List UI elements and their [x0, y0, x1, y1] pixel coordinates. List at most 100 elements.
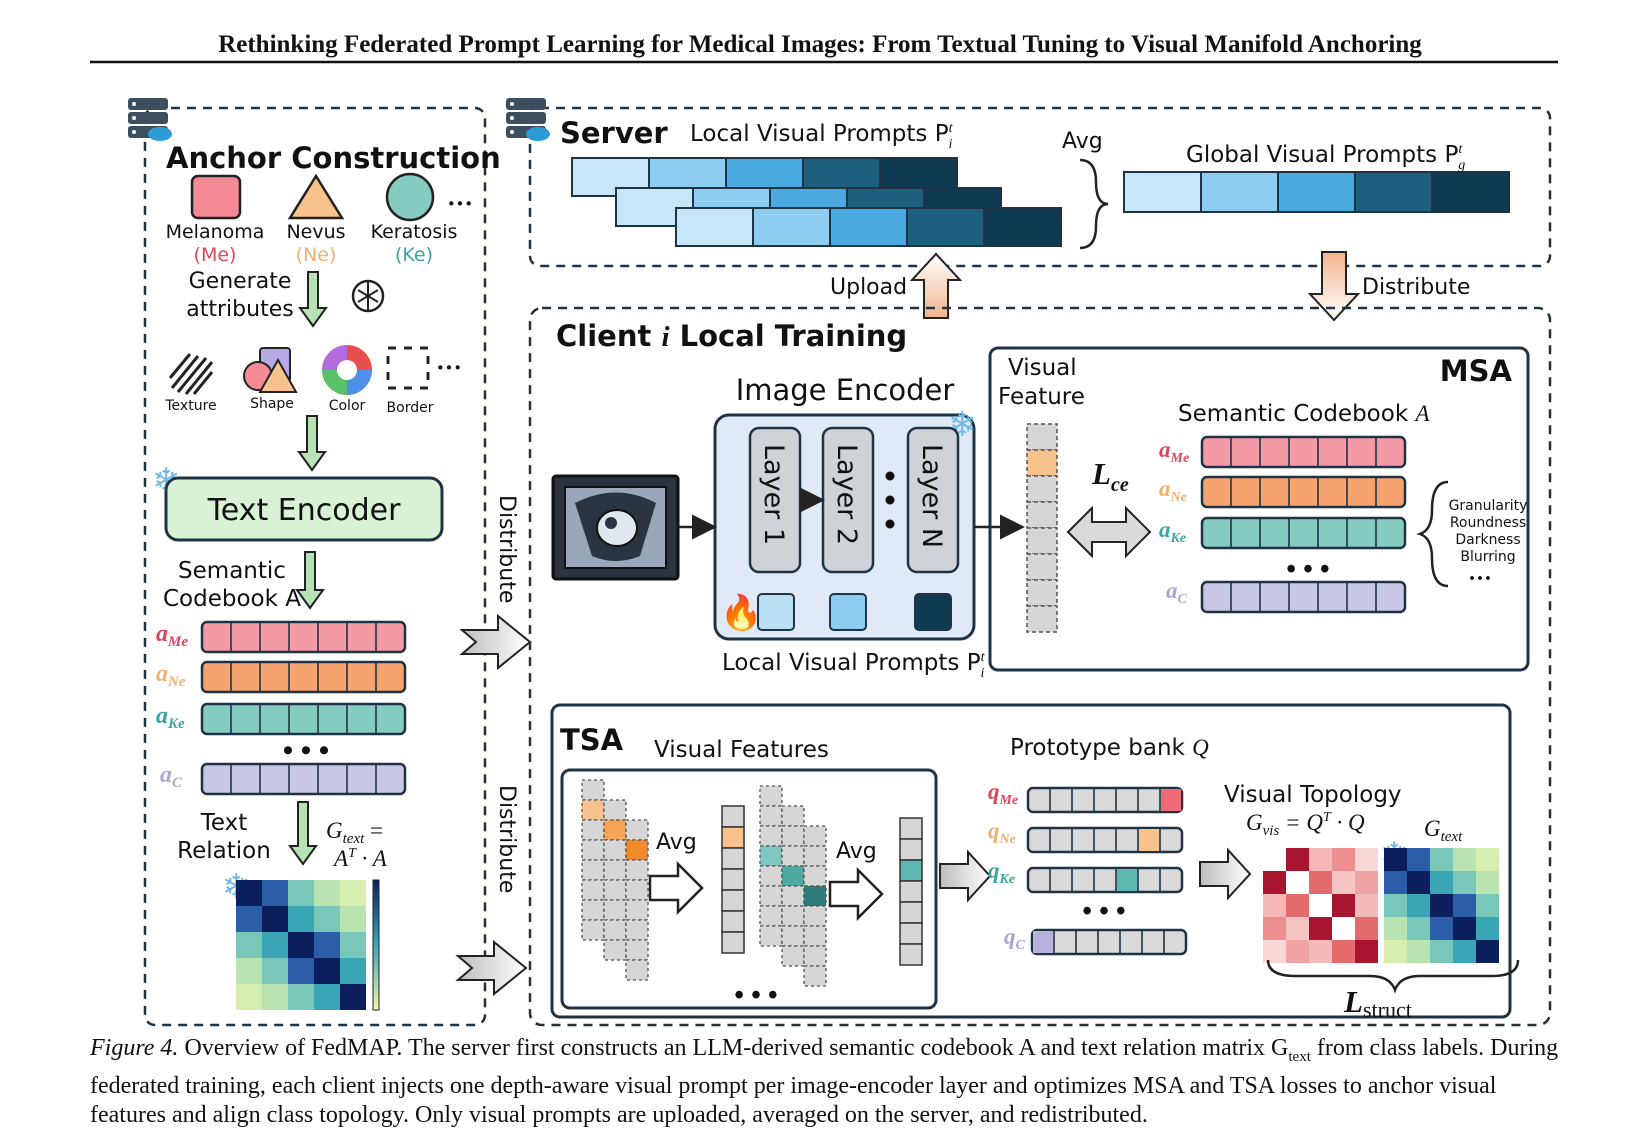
proto-ke-highlight: [1117, 869, 1137, 891]
heatmap-cell: [236, 906, 262, 932]
class-name-nevus: Nevus: [286, 221, 345, 243]
heatmap-cell: [1355, 894, 1378, 917]
msa-attr-blurring: Blurring: [1460, 549, 1515, 565]
local-prompt-cell: [752, 207, 831, 247]
tsa-avg-cell-2: [899, 838, 923, 861]
attribute-shape: Shape: [250, 396, 294, 412]
proto-label-me: qMe: [988, 779, 1018, 808]
prompt-layer-1: [757, 593, 795, 631]
heatmap-cell: [1453, 917, 1476, 940]
codebook-row-ne-frame: [200, 660, 407, 694]
heatmap-cell: [1453, 894, 1476, 917]
msa-row-label-me: aMe: [1159, 437, 1189, 466]
tsa-feature-cell: [581, 799, 605, 821]
heatmap-cell: [1355, 871, 1378, 894]
more-classes-dots: ···: [447, 189, 473, 218]
visual-feature-label-2: Feature: [998, 384, 1085, 410]
client-panel: [528, 306, 1552, 1027]
tsa-features-ellipsis: • • •: [734, 980, 777, 1011]
heatmap-cell: [1430, 917, 1453, 940]
tsa-feature-cell: [803, 845, 827, 867]
heatmap-cell: [1384, 871, 1407, 894]
distribute-arrow-upper: [459, 613, 532, 671]
attribute-border: Border: [387, 400, 434, 416]
heatmap-cell: [1355, 940, 1378, 963]
feature-cell: [1026, 605, 1058, 633]
overview-figure: Rethinking Federated Prompt Learning for…: [90, 31, 1558, 1027]
codebook-label-1: Semantic: [178, 558, 286, 584]
attributes-down-arrow: [297, 415, 327, 472]
tsa-feature-cell: [803, 965, 827, 987]
tsa-to-bank-arrow: [939, 849, 992, 903]
global-prompt-cell: [1354, 171, 1433, 213]
struct-loss-label: Lstruct: [1343, 984, 1412, 1022]
upload-arrow: [909, 252, 963, 319]
feature-cell: [1026, 423, 1058, 451]
tsa-avg-cell-2: [899, 943, 923, 966]
tsa-feature-cell: [625, 859, 649, 881]
tsa-feature-cell: [781, 905, 805, 927]
prompt-layer-2: [829, 593, 867, 631]
heatmap-cell: [1355, 917, 1378, 940]
color-wheel-icon: [322, 345, 372, 395]
heatmap-cell: [314, 984, 340, 1010]
distribute-top-label: Distribute: [1362, 275, 1470, 300]
heatmap-cell: [1286, 871, 1309, 894]
tsa-feature-cell: [625, 839, 649, 861]
tsa-feature-cell: [759, 825, 783, 847]
local-prompt-cell: [829, 207, 908, 247]
heatmap-cell: [1384, 940, 1407, 963]
heatmap-cell: [262, 906, 288, 932]
tsa-feature-cell: [625, 819, 649, 841]
heatmap-cell: [288, 906, 314, 932]
heatmap-cell: [236, 932, 262, 958]
tsa-feature-cell: [759, 785, 783, 807]
heatmap-cell: [1286, 940, 1309, 963]
msa-attr-ellipsis: ···: [1468, 566, 1492, 592]
server-avg-brace: [1079, 158, 1109, 250]
tsa-visual-features-label: Visual Features: [654, 737, 829, 763]
heatmap-cell: [1309, 894, 1332, 917]
heatmap-cell: [1309, 871, 1332, 894]
heatmap-cell: [1476, 871, 1499, 894]
distribute-arrow-top: [1307, 251, 1361, 322]
layer-1-label: Layer 1: [758, 444, 789, 545]
msa-codebook-rows: [1200, 435, 1407, 614]
feature-cell: [1026, 475, 1058, 503]
heatmap-cell: [340, 984, 366, 1010]
layer-ellipsis: [885, 471, 895, 529]
heatmap-cell: [1407, 871, 1430, 894]
msa-row-ke: [1200, 516, 1407, 550]
msa-row-ne-frame: [1200, 475, 1407, 509]
gvis-equation: Gvis = QT · Q: [1246, 810, 1365, 839]
heatmap-cell: [1476, 917, 1499, 940]
server-icon-right: [506, 98, 550, 141]
proto-row-c: [1030, 928, 1188, 956]
heatmap-cell: [236, 984, 262, 1010]
heatmap-cell: [340, 880, 366, 906]
text-encoder-label: Text Encoder: [207, 493, 402, 528]
local-prompt-cell: [675, 207, 754, 247]
msa-attr-granularity: Granularity: [1449, 498, 1528, 514]
codebook-row-c-frame: [200, 762, 407, 796]
tsa-avg-arrow-1: [648, 860, 704, 916]
tsa-avg-cell-1: [721, 826, 745, 849]
heatmap-cell: [1430, 940, 1453, 963]
tsa-avg-cell-1: [721, 868, 745, 891]
heatmap-cell: [1407, 848, 1430, 871]
server-local-prompt-stacks: [571, 157, 1062, 247]
msa-loss-label: Lce: [1091, 456, 1129, 496]
class-name-melanoma: Melanoma: [166, 221, 265, 243]
tsa-feature-cell: [625, 959, 649, 981]
input-medical-image: [551, 474, 680, 581]
proto-rows-ellipsis: • • •: [1082, 896, 1125, 927]
feature-cell: [1026, 527, 1058, 555]
heatmap-cell: [1453, 940, 1476, 963]
tsa-avg-cell-1: [721, 931, 745, 954]
tsa-feature-cell: [603, 939, 627, 961]
tsa-feature-cell: [581, 779, 605, 801]
heatmap-cell: [1384, 917, 1407, 940]
class-abbr-ke: (Ke): [395, 244, 433, 266]
heatmap-cell: [314, 932, 340, 958]
codebook-row-ke-frame: [200, 702, 407, 736]
